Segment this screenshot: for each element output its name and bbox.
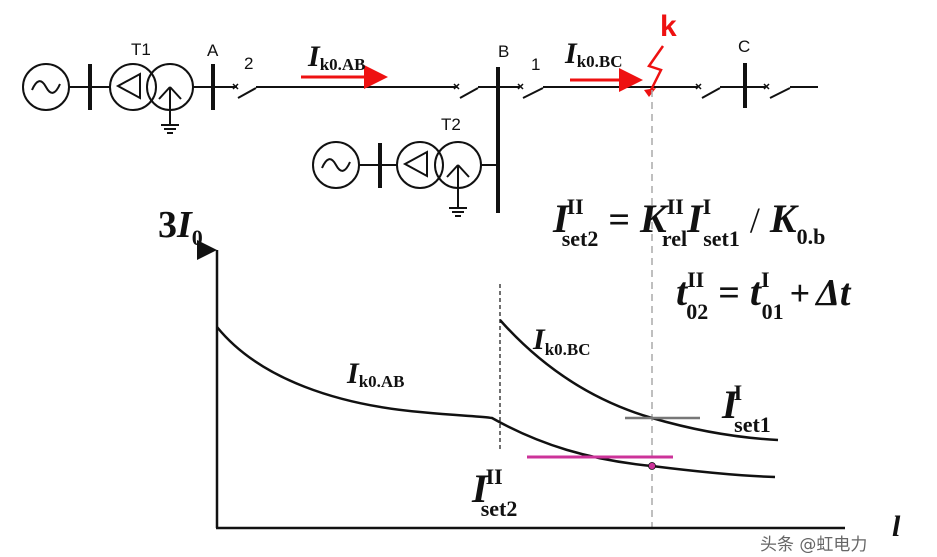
breaker-c-bc-icon (695, 83, 721, 99)
fault-arrowhead-icon (644, 88, 656, 97)
fault-lightning-icon (647, 45, 665, 93)
generator-2-icon (312, 141, 360, 189)
bus-a-label: A (207, 41, 219, 60)
curve-ik0ab-label: Ik0.AB (346, 357, 405, 391)
t2-label: T2 (441, 115, 461, 134)
breaker-b-ab-icon (453, 83, 479, 99)
t1-label: T1 (131, 40, 151, 59)
curve-ik0bc-label: Ik0.BC (532, 323, 591, 359)
transformer-t2-icon (396, 141, 482, 217)
breaker-2-icon (232, 83, 257, 99)
transformer-t1-icon (109, 63, 194, 134)
breaker-1-icon (517, 83, 544, 99)
breaker-c-out-icon (763, 83, 791, 99)
ik0bc-label: Ik0.BC (564, 37, 623, 71)
bus-b-label: B (498, 42, 509, 61)
iset2-point (648, 462, 656, 470)
watermark: 头条 @虹电力 (760, 535, 867, 555)
generator-1-icon (22, 63, 70, 111)
bus-c-label: C (738, 37, 750, 56)
breaker-1-label: 1 (531, 55, 540, 74)
x-axis-label: l (892, 510, 901, 543)
breaker-2-label: 2 (244, 54, 253, 73)
y-axis-label: 3I0 (158, 204, 203, 250)
curve-ik0ab (216, 326, 776, 479)
ik0ab-label: Ik0.AB (307, 40, 366, 74)
fault-k-label: k (660, 10, 677, 43)
